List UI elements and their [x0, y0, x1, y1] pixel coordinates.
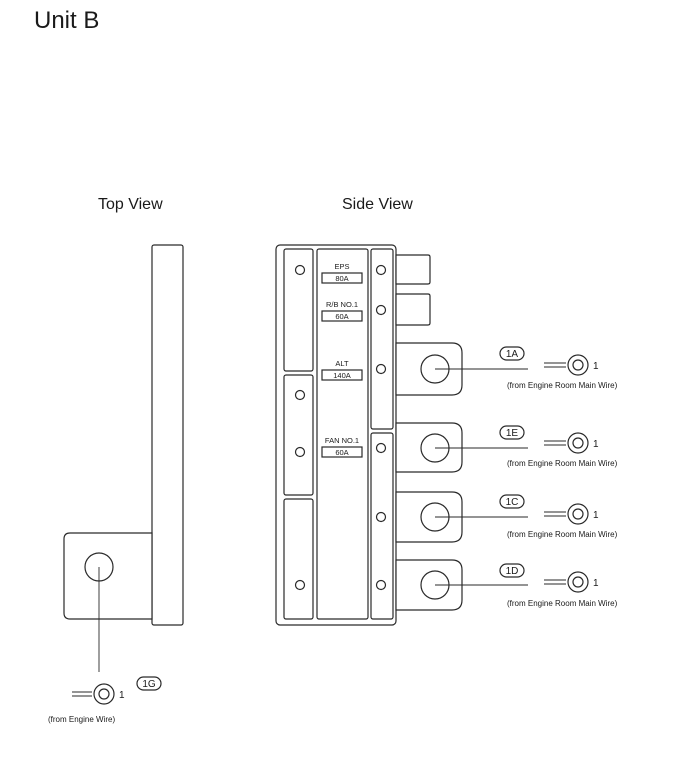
fuse-fan-no1: FAN NO.1 60A: [321, 436, 363, 458]
connector-1c-id: 1C: [506, 497, 519, 508]
connector-1c: 1C 1 (from Engine Room Main Wire): [435, 494, 618, 539]
connector-1d-source: (from Engine Room Main Wire): [507, 599, 618, 608]
top-view-body: [151, 244, 184, 626]
connector-1g-pin: 1: [119, 690, 125, 701]
connector-1e: 1E 1 (from Engine Room Main Wire): [435, 425, 618, 468]
fuse-rating: 60A: [335, 448, 348, 457]
connector-1e-source: (from Engine Room Main Wire): [507, 459, 618, 468]
fuse-eps: EPS 80A: [321, 262, 363, 284]
connector-1g-source: (from Engine Wire): [48, 715, 115, 724]
connector-1e-id: 1E: [506, 428, 519, 439]
connector-1d-badge: [499, 563, 525, 578]
fuse-rating: 60A: [335, 312, 348, 321]
connector-1a-pin: 1: [593, 361, 599, 372]
connector-1a-badge: [499, 346, 525, 361]
top-view-label: Top View: [98, 196, 163, 213]
fuse-rating: 140A: [333, 371, 351, 380]
connector-1g-id: 1G: [142, 679, 156, 690]
terminal-lugs: [395, 342, 463, 611]
fuse-name: R/B NO.1: [326, 300, 358, 309]
side-view-label: Side View: [342, 196, 413, 213]
connector-1a-source: (from Engine Room Main Wire): [507, 381, 618, 390]
connector-1e-pin: 1: [593, 439, 599, 450]
connector-1d: 1D 1 (from Engine Room Main Wire): [435, 563, 618, 608]
connector-1a-id: 1A: [506, 349, 519, 360]
fuse-rating: 80A: [335, 274, 348, 283]
connector-1a: 1A 1 (from Engine Room Main Wire): [435, 346, 618, 390]
side-view-unit: [275, 244, 431, 626]
top-view-unit: [63, 244, 184, 672]
page-title: Unit B: [34, 7, 99, 34]
connector-1c-badge: [499, 494, 525, 509]
fuse-name: ALT: [335, 359, 349, 368]
connector-1d-pin: 1: [593, 578, 599, 589]
fuse-name: EPS: [334, 262, 349, 271]
fuse-rb-no1: R/B NO.1 60A: [321, 300, 363, 322]
connector-1g: 1 1G (from Engine Wire): [48, 676, 162, 724]
connector-1d-id: 1D: [506, 566, 519, 577]
connector-1g-badge: [136, 676, 162, 691]
fuse-name: FAN NO.1: [325, 436, 359, 445]
connector-1e-badge: [499, 425, 525, 440]
connector-1c-pin: 1: [593, 510, 599, 521]
connector-1c-source: (from Engine Room Main Wire): [507, 530, 618, 539]
fuse-alt: ALT 140A: [321, 359, 363, 381]
